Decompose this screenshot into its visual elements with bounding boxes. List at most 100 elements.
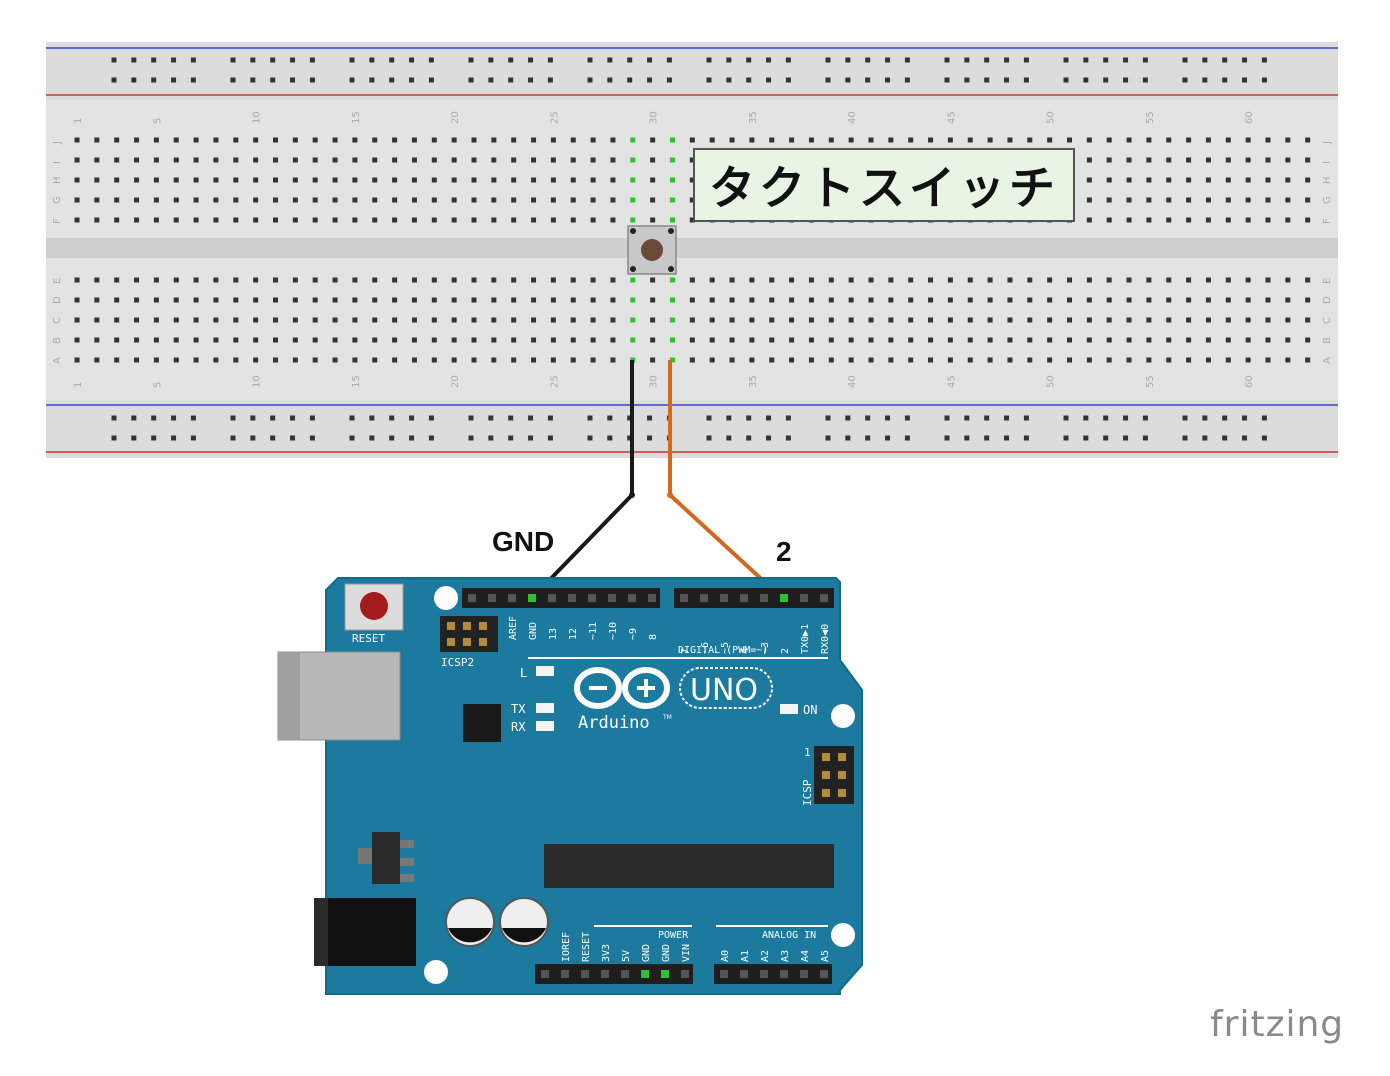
breadboard-hole — [233, 177, 239, 183]
uno-label: UNO — [690, 673, 758, 708]
fritzing-brand: fritzing — [1210, 1004, 1345, 1045]
rail-hole — [746, 57, 752, 63]
header-pin — [541, 970, 549, 978]
breadboard-hole — [630, 337, 636, 343]
breadboard-hole — [1027, 317, 1033, 323]
breadboard-hole — [372, 137, 378, 143]
power-pin-label: 5V — [621, 950, 632, 962]
breadboard-hole — [590, 317, 596, 323]
rail-hole — [1142, 57, 1148, 63]
row-letter: B — [52, 337, 63, 344]
breadboard-hole — [670, 277, 675, 283]
breadboard-hole — [689, 317, 695, 323]
rail-hole — [389, 415, 395, 421]
breadboard-hole — [1086, 137, 1092, 143]
rail-hole — [845, 57, 851, 63]
breadboard-hole — [928, 137, 934, 143]
breadboard-hole — [1186, 217, 1192, 223]
rail-hole — [964, 57, 970, 63]
rail-hole — [785, 57, 791, 63]
breadboard-hole — [372, 297, 378, 303]
breadboard-hole — [928, 317, 934, 323]
rail-hole — [131, 77, 137, 83]
rail-hole — [1261, 77, 1267, 83]
breadboard-hole — [392, 157, 398, 163]
breadboard-hole — [1146, 137, 1152, 143]
breadboard-hole — [888, 317, 894, 323]
rail-hole — [508, 77, 514, 83]
rail-hole — [785, 77, 791, 83]
breadboard-hole — [1285, 297, 1291, 303]
breadboard-hole — [1245, 277, 1251, 283]
breadboard-hole — [273, 137, 278, 143]
rail-hole — [825, 57, 831, 63]
breadboard-hole — [630, 217, 636, 223]
breadboard-hole — [987, 137, 993, 143]
breadboard-hole — [491, 357, 497, 363]
breadboard-hole — [570, 197, 576, 203]
rail-hole — [1063, 415, 1069, 421]
breadboard-hole — [1106, 197, 1112, 203]
breadboard-hole — [1285, 137, 1291, 143]
rail-hole — [528, 435, 534, 441]
breadboard-hole — [1007, 277, 1013, 283]
rail-hole — [944, 435, 950, 441]
rail-hole — [1142, 77, 1148, 83]
breadboard-hole — [1106, 177, 1112, 183]
rail-hole — [984, 77, 990, 83]
breadboard-hole — [650, 217, 656, 223]
breadboard-hole — [74, 217, 80, 223]
breadboard-hole — [1166, 197, 1172, 203]
breadboard-hole — [1265, 197, 1271, 203]
breadboard-hole — [1027, 277, 1033, 283]
breadboard-hole — [74, 357, 80, 363]
rail-hole — [1004, 77, 1010, 83]
header-pin — [740, 970, 748, 978]
breadboard-hole — [114, 177, 120, 183]
breadboard-hole — [531, 157, 537, 163]
rail-hole — [1182, 435, 1188, 441]
rail-hole — [190, 415, 196, 421]
column-number-bottom: 5 — [152, 382, 163, 388]
breadboard-hole — [610, 197, 616, 203]
breadboard-hole — [491, 337, 497, 343]
icsp-label: ICSP — [801, 779, 814, 806]
rail-hole — [766, 57, 772, 63]
breadboard-hole — [1086, 217, 1092, 223]
rail-hole — [607, 57, 613, 63]
breadboard-hole — [411, 297, 417, 303]
breadboard-hole — [689, 217, 695, 223]
rail-hole — [547, 57, 553, 63]
breadboard-hole — [411, 157, 417, 163]
breadboard-hole — [114, 337, 120, 343]
header-pin — [780, 594, 788, 602]
breadboard-hole — [1305, 337, 1311, 343]
digital-pin-label: AREF — [508, 616, 519, 640]
breadboard-hole — [352, 197, 358, 203]
breadboard-hole — [828, 357, 834, 363]
breadboard-hole — [1126, 277, 1132, 283]
header-pin — [468, 594, 476, 602]
breadboard-hole — [431, 177, 437, 183]
breadboard-hole — [670, 317, 675, 323]
breadboard-hole — [1245, 337, 1251, 343]
breadboard-hole — [471, 357, 477, 363]
breadboard-hole — [590, 217, 596, 223]
breadboard-hole — [550, 317, 556, 323]
icsp2-pin — [479, 638, 487, 646]
breadboard-hole — [511, 357, 517, 363]
rail-hole — [369, 77, 375, 83]
digital-pin-label: ~9 — [628, 628, 639, 640]
column-number-bottom: 30 — [649, 375, 660, 388]
arduino-logo — [574, 667, 773, 709]
icsp2-pin — [447, 622, 455, 630]
breadboard-hole — [709, 337, 715, 343]
breadboard-hole — [1285, 337, 1291, 343]
row-letter: I — [1322, 161, 1333, 164]
breadboard-hole — [650, 137, 656, 143]
breadboard-hole — [114, 197, 120, 203]
breadboard-hole — [531, 297, 537, 303]
breadboard-hole — [292, 277, 298, 283]
breadboard-hole — [570, 317, 576, 323]
breadboard-hole — [729, 357, 735, 363]
